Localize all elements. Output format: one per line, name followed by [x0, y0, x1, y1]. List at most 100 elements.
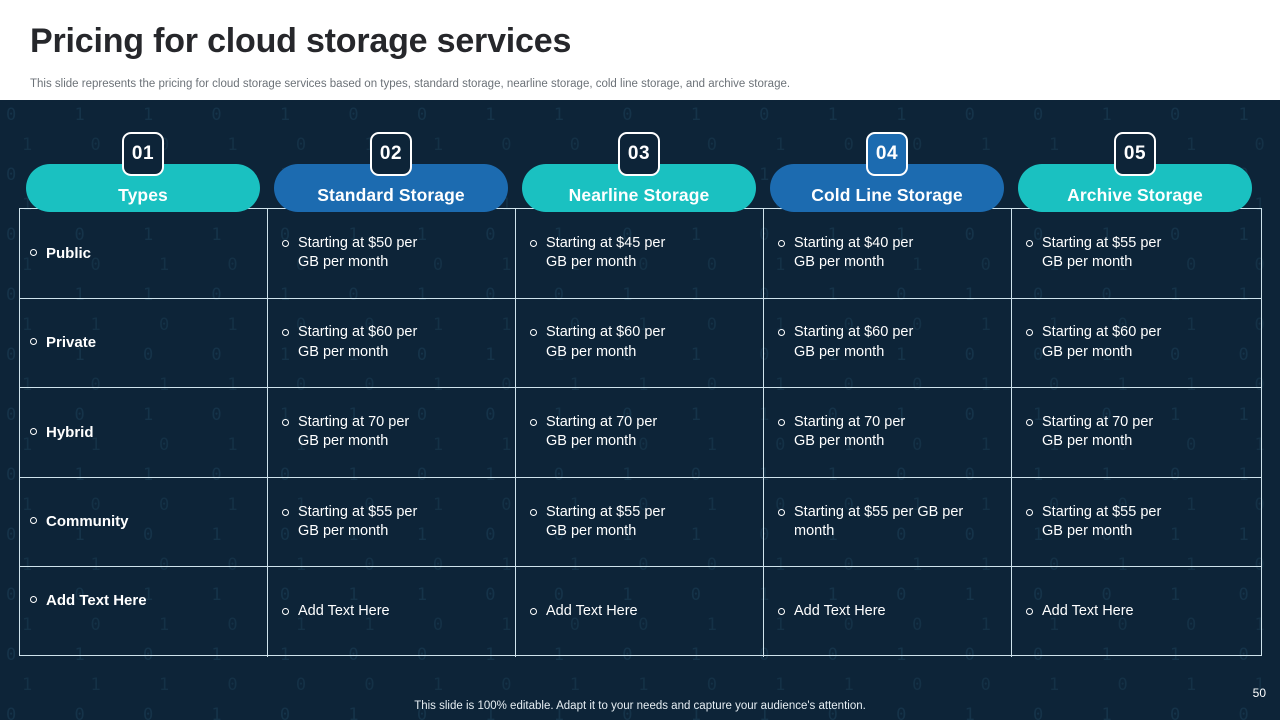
column-header-archive-storage[interactable]: Archive Storage 05	[1018, 132, 1252, 212]
bullet-circle-icon	[778, 608, 785, 616]
cell-content: Add Text Here	[268, 602, 515, 622]
cell-content: Starting at 70 per GB per month	[516, 413, 763, 452]
bullet-circle-icon	[530, 329, 537, 337]
cell-text: Starting at $55 per GB per month	[546, 503, 666, 540]
table-cell-archive[interactable]: Starting at $55 per GB per month	[1012, 209, 1259, 298]
bullet-circle-icon	[778, 239, 785, 247]
cell-content: Starting at $55 per GB per month	[1012, 234, 1259, 273]
cell-text: Starting at $40 per GB per month	[794, 234, 914, 271]
cell-text: Starting at $55 per GB per month	[1042, 234, 1162, 271]
cell-content: Starting at 70 per GB per month	[268, 413, 515, 452]
cell-content: Add Text Here	[516, 602, 763, 622]
table-cell-type[interactable]: Private	[20, 298, 268, 388]
cell-content: Starting at $45 per GB per month	[516, 234, 763, 273]
column-pill-label: Types	[118, 185, 168, 205]
column-pill-label: Archive Storage	[1067, 185, 1203, 205]
bullet-circle-icon	[30, 338, 37, 346]
cell-text: Starting at 70 per GB per month	[298, 413, 410, 450]
bullet-circle-icon	[30, 248, 37, 256]
cell-text: Starting at $60 per GB per month	[298, 324, 418, 360]
bullet-circle-icon	[778, 418, 785, 426]
page-number: 50	[1252, 686, 1266, 700]
bullet-circle-icon	[282, 239, 289, 247]
cell-text: Starting at $55 per GB per month	[1042, 503, 1162, 540]
cell-text: Add Text Here	[1042, 603, 1134, 620]
cell-content: Starting at $55 per GB per month	[1012, 503, 1259, 542]
table-cell-standard[interactable]: Starting at $50 per GB per month	[268, 209, 516, 298]
table-cell-standard[interactable]: Starting at 70 per GB per month	[268, 388, 516, 477]
cell-content: Starting at $60 per GB per month	[764, 323, 1011, 362]
cell-content: Starting at $55 per GB per month	[268, 503, 515, 542]
cell-text: Starting at 70 per GB per month	[546, 413, 658, 450]
table-cell-archive[interactable]: Starting at $55 per GB per month	[1012, 478, 1259, 567]
cell-text: Public	[46, 244, 92, 262]
column-pill-label: Nearline Storage	[568, 185, 710, 205]
table-cell-nearline[interactable]: Starting at $45 per GB per month	[516, 209, 764, 298]
bullet-circle-icon	[30, 517, 37, 525]
page-title: Pricing for cloud storage services	[30, 22, 572, 60]
table-cell-type[interactable]: Hybrid	[20, 388, 268, 477]
table-cell-archive[interactable]: Add Text Here	[1012, 567, 1259, 657]
table-cell-coldline[interactable]: Starting at 70 per GB per month	[764, 388, 1012, 477]
table-cell-type[interactable]: Public	[20, 209, 268, 298]
bullet-circle-icon	[778, 329, 785, 337]
column-number-label: 02	[379, 143, 403, 164]
bullet-circle-icon	[1026, 239, 1033, 247]
binary-pattern-row: 0 1 1 0 1 0 0 1 1 0 1 0 1 1 0 0 1 0 1 1 …	[6, 105, 1280, 125]
table-row: Public Starting at $50 per GB per month St…	[20, 209, 1261, 299]
table-cell-coldline[interactable]: Starting at $55 per GB per month	[764, 477, 1012, 567]
cell-text: Add Text Here	[546, 603, 638, 620]
bullet-circle-icon	[530, 508, 537, 516]
cell-text: Starting at $50 per GB per month	[298, 234, 418, 271]
cell-text: Add Text Here	[794, 603, 886, 620]
bullet-circle-icon	[1026, 418, 1033, 426]
table-cell-type[interactable]: Add Text Here	[20, 567, 268, 657]
column-number-label: 04	[875, 143, 899, 164]
cell-content: Add Text Here	[1012, 602, 1259, 622]
table-cell-archive[interactable]: Starting at 70 per GB per month	[1012, 388, 1259, 477]
table-cell-nearline[interactable]: Starting at 70 per GB per month	[516, 388, 764, 477]
table-cell-standard[interactable]: Add Text Here	[268, 567, 516, 657]
cell-content: Starting at $55 per GB per month	[764, 503, 1011, 542]
cell-text: Starting at $45 per GB per month	[546, 234, 666, 271]
bullet-circle-icon	[30, 427, 37, 435]
bullet-circle-icon	[1026, 329, 1033, 337]
column-number-badge: 04	[866, 132, 908, 176]
cell-text: Add Text Here	[298, 603, 390, 620]
cell-text: Private	[46, 334, 97, 352]
table-cell-nearline[interactable]: Add Text Here	[516, 567, 764, 657]
table-row: Add Text Here Add Text Here Add Text Here A…	[20, 567, 1261, 657]
table-cell-coldline[interactable]: Starting at $40 per GB per month	[764, 209, 1012, 298]
bullet-circle-icon	[1026, 608, 1033, 616]
table-cell-coldline[interactable]: Starting at $60 per GB per month	[764, 298, 1012, 388]
table-cell-nearline[interactable]: Starting at $60 per GB per month	[516, 298, 764, 388]
table-cell-nearline[interactable]: Starting at $55 per GB per month	[516, 477, 764, 567]
bullet-circle-icon	[282, 329, 289, 337]
table-cell-standard[interactable]: Starting at $55 per GB per month	[268, 477, 516, 567]
cell-content: Starting at $40 per GB per month	[764, 234, 1011, 273]
bullet-circle-icon	[530, 418, 537, 426]
bullet-circle-icon	[530, 608, 537, 616]
table-cell-type[interactable]: Community	[20, 477, 268, 567]
cell-content: Starting at 70 per GB per month	[764, 413, 1011, 452]
cell-content: Private	[20, 333, 267, 353]
column-number-label: 05	[1123, 143, 1147, 164]
cell-content: Starting at $60 per GB per month	[268, 323, 515, 362]
footer-note: This slide is 100% editable. Adapt it to…	[414, 700, 866, 712]
bullet-circle-icon	[778, 508, 785, 516]
bullet-circle-icon	[1026, 508, 1033, 516]
table-cell-standard[interactable]: Starting at $60 per GB per month	[268, 298, 516, 388]
cell-content: Starting at 70 per GB per month	[1012, 413, 1259, 452]
cell-content: Hybrid	[20, 423, 267, 443]
cell-text: Starting at $60 per GB per month	[546, 324, 666, 360]
table-cell-coldline[interactable]: Add Text Here	[764, 567, 1012, 657]
table-cell-archive[interactable]: Starting at $60 per GB per month	[1012, 299, 1259, 388]
cell-content: Starting at $60 per GB per month	[1012, 323, 1259, 362]
